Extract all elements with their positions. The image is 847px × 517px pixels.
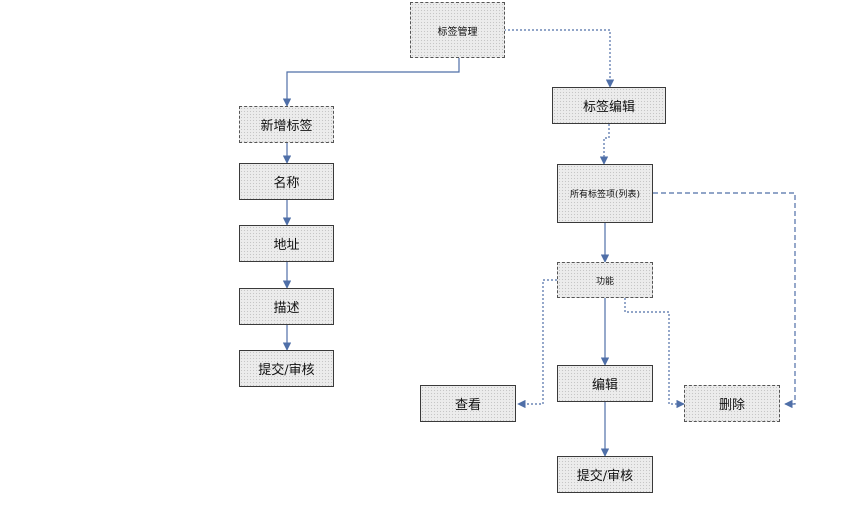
node-name: 名称	[239, 163, 334, 200]
node-add-tag: 新增标签	[239, 106, 334, 143]
node-submit-right: 提交/审核	[557, 456, 653, 493]
node-delete: 删除	[684, 385, 780, 422]
connector-manage-to-add	[282, 57, 460, 107]
node-view: 查看	[420, 385, 516, 422]
node-function: 功能	[557, 262, 653, 298]
connector-all-to-delete	[653, 192, 796, 409]
node-tag-manage: 标签管理	[410, 2, 505, 58]
connector-edit-to-all	[599, 124, 610, 165]
node-describe: 描述	[239, 288, 334, 325]
node-all-items: 所有标签项(列表)	[557, 164, 653, 223]
node-submit-left: 提交/审核	[239, 350, 334, 387]
node-address: 地址	[239, 225, 334, 262]
connector-function-to-delete	[624, 298, 685, 409]
node-edit: 编辑	[557, 365, 653, 402]
node-tag-edit: 标签编辑	[552, 87, 666, 124]
connector-function-to-view	[517, 279, 557, 409]
connector-manage-to-edit	[504, 29, 615, 88]
